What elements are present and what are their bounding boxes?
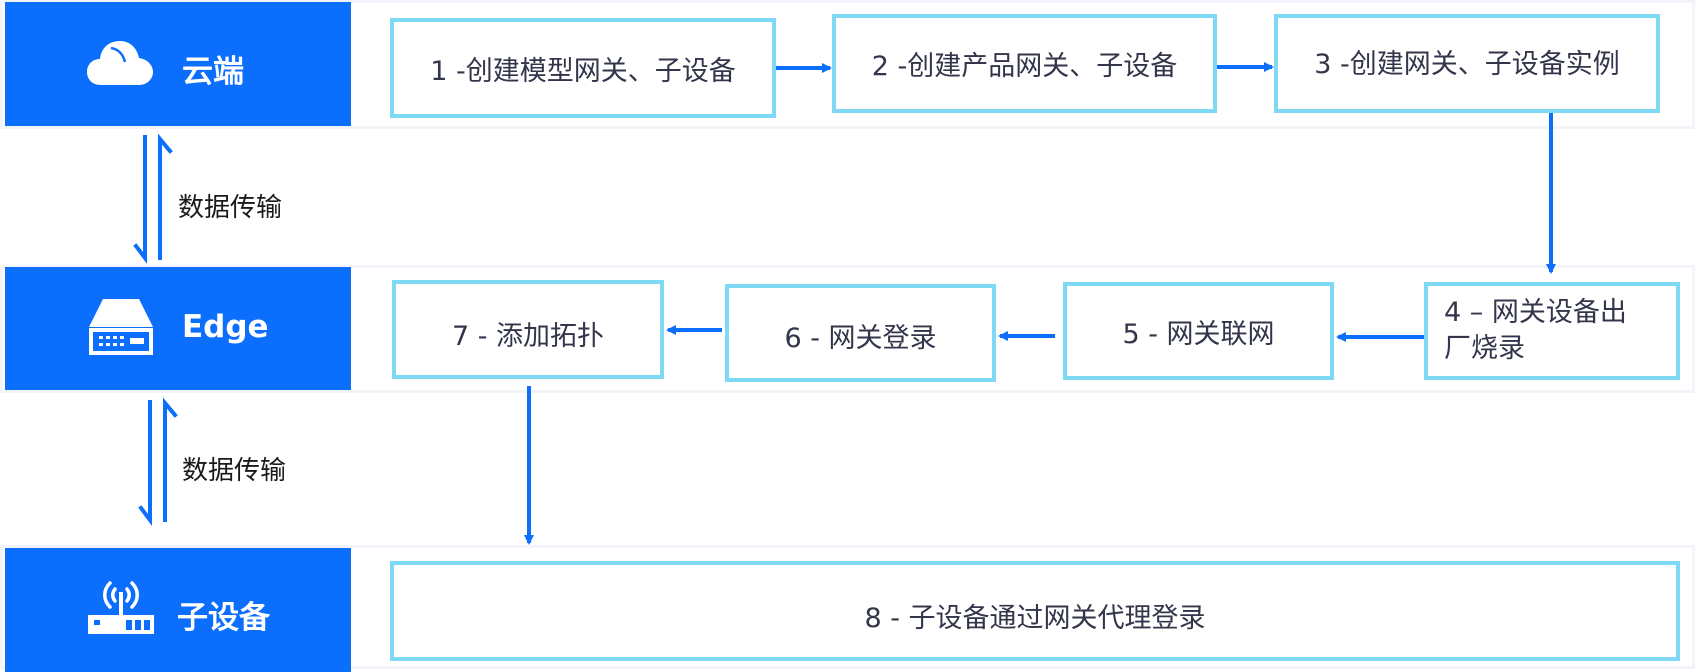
step-7-box: 7 - 添加拓扑 bbox=[392, 280, 664, 379]
step-4-label: 4 – 网关设备出厂烧录 bbox=[1444, 297, 1627, 364]
step-3-label: 3 -创建网关、子设备实例 bbox=[1314, 49, 1620, 80]
step-6-label: 6 - 网关登录 bbox=[784, 323, 937, 354]
step-8-label: 8 - 子设备通过网关代理登录 bbox=[864, 602, 1206, 634]
step-7-label: 7 - 添加拓扑 bbox=[451, 321, 605, 352]
lane-edge: Edge bbox=[5, 267, 351, 390]
harpoon-down-icon bbox=[138, 400, 152, 526]
step-3-box: 3 -创建网关、子设备实例 bbox=[1274, 14, 1660, 113]
lane-subdevice: 子设备 bbox=[5, 548, 351, 672]
data-transfer-label-cloud-edge: 数据传输 bbox=[178, 193, 283, 223]
step-5-label: 5 - 网关联网 bbox=[1122, 318, 1275, 350]
wireless-router-icon bbox=[88, 579, 154, 641]
gateway-server-icon bbox=[89, 298, 153, 359]
step-1-box: 1 -创建模型网关、子设备 bbox=[390, 18, 776, 118]
harpoon-up-icon bbox=[158, 133, 173, 260]
step-6-box: 6 - 网关登录 bbox=[725, 284, 996, 382]
step-5-box: 5 - 网关联网 bbox=[1063, 282, 1334, 380]
lane-cloud: 云端 bbox=[5, 2, 351, 126]
lane-label-cloud: 云端 bbox=[182, 54, 244, 90]
data-transfer-arrows-edge-subdevice bbox=[138, 397, 178, 526]
step-2-box: 2 -创建产品网关、子设备 bbox=[832, 14, 1217, 113]
lane-label-edge: Edge bbox=[182, 309, 269, 345]
harpoon-down-icon bbox=[133, 135, 147, 264]
data-transfer-arrows-cloud-edge bbox=[133, 133, 173, 264]
data-transfer-label-edge-subdevice: 数据传输 bbox=[182, 456, 287, 486]
harpoon-up-icon bbox=[163, 397, 178, 522]
step-8-box: 8 - 子设备通过网关代理登录 bbox=[390, 561, 1680, 661]
step-4-box: 4 – 网关设备出厂烧录 bbox=[1424, 282, 1680, 380]
cloud-icon bbox=[87, 39, 153, 89]
step-2-label: 2 -创建产品网关、子设备 bbox=[871, 51, 1178, 82]
lane-label-subdevice: 子设备 bbox=[177, 600, 270, 636]
step-1-label: 1 -创建模型网关、子设备 bbox=[430, 55, 736, 87]
